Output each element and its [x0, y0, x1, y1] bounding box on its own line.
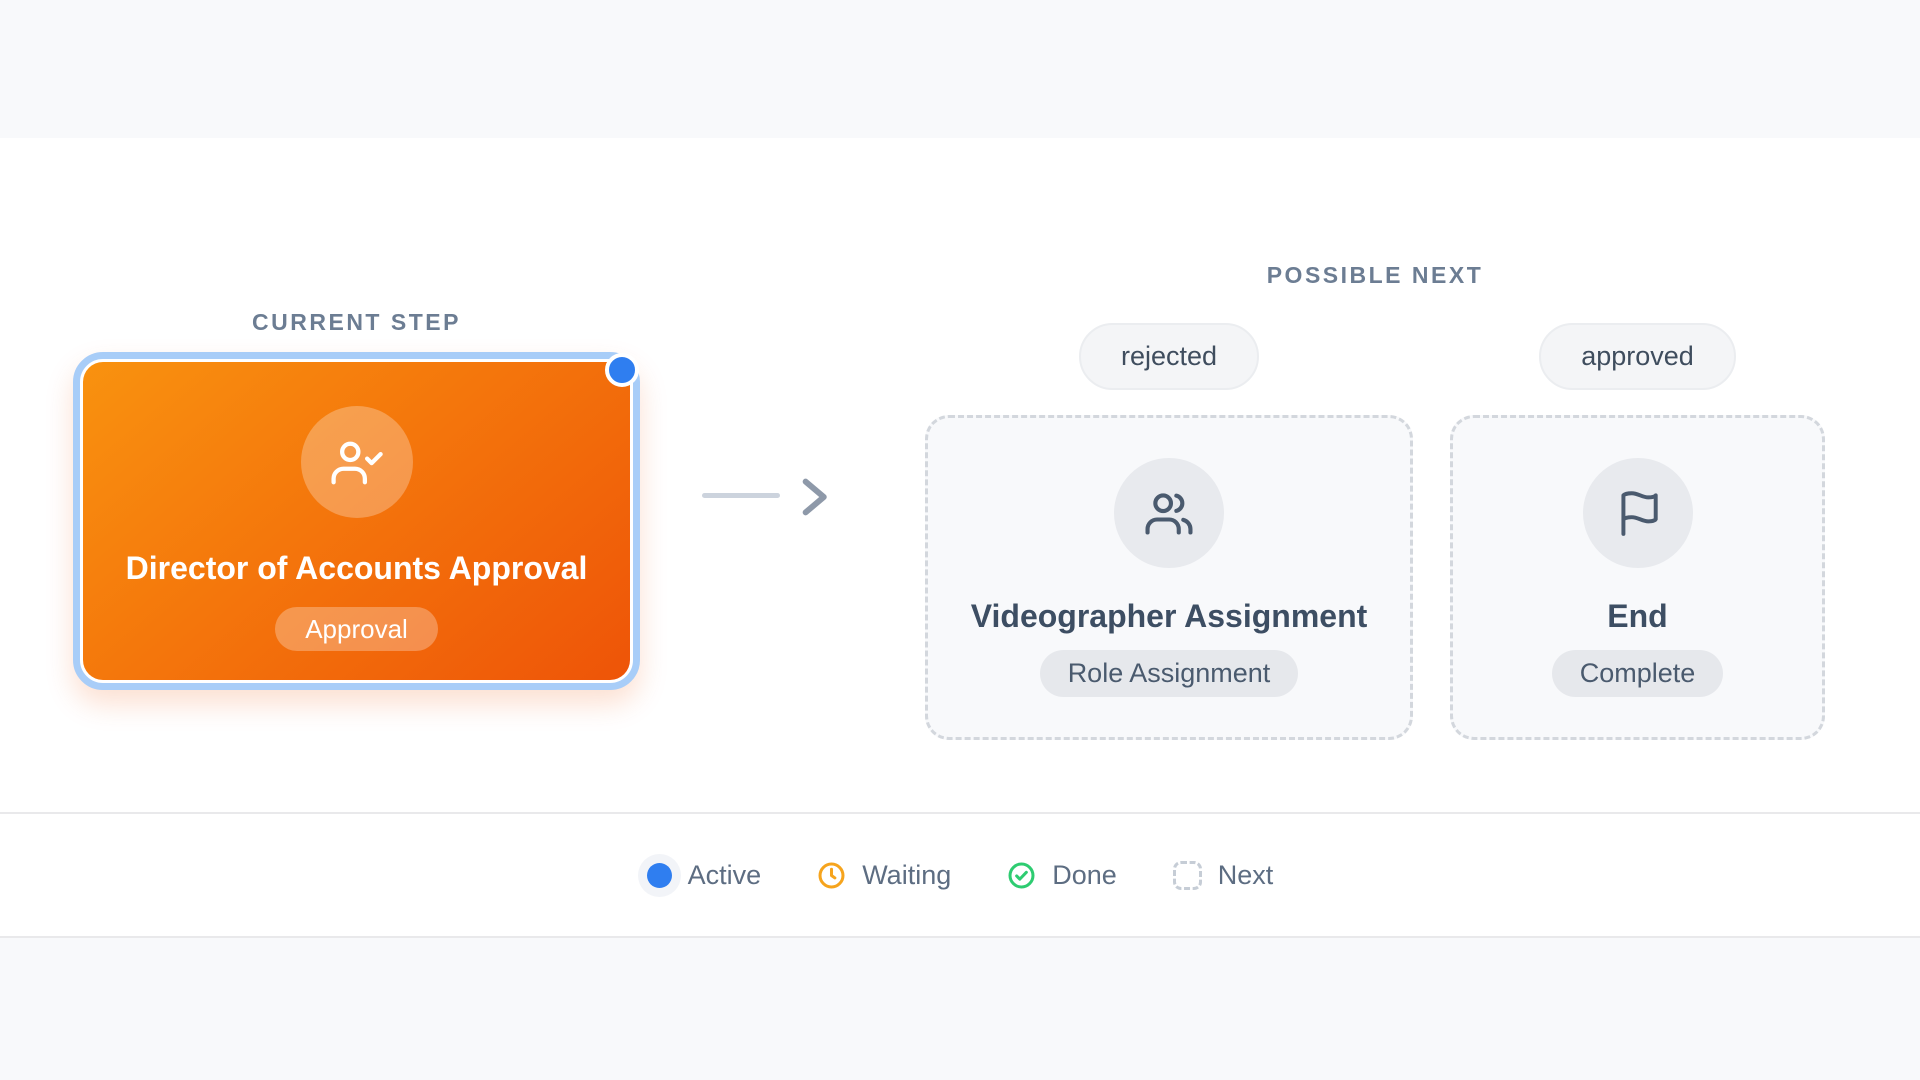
current-step-type-badge: Approval	[275, 607, 438, 651]
legend-label: Next	[1217, 859, 1274, 890]
user-check-icon	[300, 406, 413, 518]
legend-label: Active	[687, 859, 762, 890]
active-dot-icon	[646, 862, 672, 888]
next-step-card-end[interactable]: End Complete	[1450, 415, 1825, 740]
condition-pill-rejected: rejected	[1078, 323, 1260, 390]
current-step-card-body: Director of Accounts Approval Approval	[83, 362, 630, 680]
clock-icon	[817, 861, 846, 890]
flag-icon	[1582, 458, 1693, 568]
legend-label: Waiting	[862, 859, 952, 890]
top-band	[0, 0, 1920, 138]
next-step-type-badge: Role Assignment	[1039, 650, 1299, 697]
current-step-section: CURRENT STEP Director of Accounts Approv…	[73, 308, 640, 690]
legend-item-active: Active	[646, 859, 762, 891]
current-step-title: Director of Accounts Approval	[125, 550, 588, 586]
current-step-card[interactable]: Director of Accounts Approval Approval	[73, 352, 640, 690]
legend-item-done: Done	[1007, 860, 1117, 891]
next-step-type-badge: Complete	[1551, 650, 1724, 697]
users-icon	[1114, 458, 1224, 568]
status-legend: Active Waiting Done Next	[0, 814, 1920, 936]
legend-top-divider	[0, 812, 1920, 814]
possible-next-section-label: POSSIBLE NEXT	[1266, 262, 1484, 288]
current-step-section-label: CURRENT STEP	[252, 309, 461, 335]
next-step-card-videographer-assignment[interactable]: Videographer Assignment Role Assignment	[925, 415, 1413, 740]
flow-connector-line	[702, 493, 780, 498]
next-step-title: Videographer Assignment	[970, 598, 1368, 634]
dashed-box-icon	[1172, 860, 1202, 890]
check-circle-icon	[1007, 861, 1036, 890]
next-option-approved: approved End Complete	[1450, 323, 1825, 740]
next-option-rejected: rejected Videographer Assignment Role As…	[925, 323, 1413, 740]
legend-label: Done	[1052, 859, 1117, 890]
condition-pill-approved: approved	[1539, 323, 1736, 390]
legend-item-waiting: Waiting	[817, 860, 951, 891]
chevron-right-icon	[797, 476, 831, 518]
legend-item-next: Next	[1172, 859, 1274, 891]
legend-bottom-divider	[0, 936, 1920, 938]
next-step-title: End	[1607, 598, 1668, 634]
bottom-band	[0, 938, 1920, 1080]
active-status-dot-icon	[605, 353, 639, 387]
